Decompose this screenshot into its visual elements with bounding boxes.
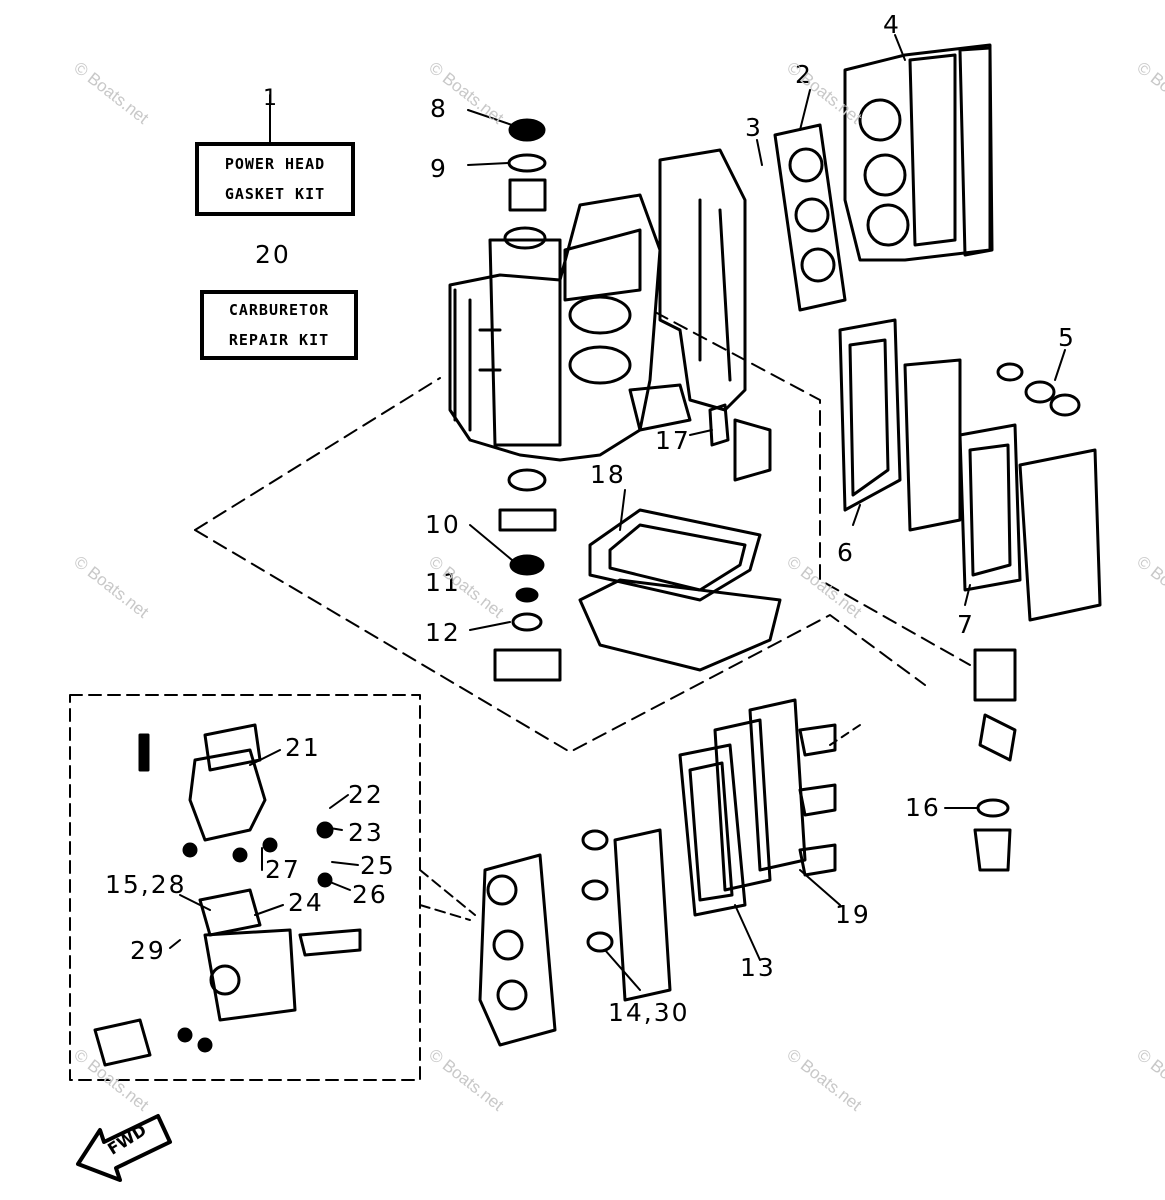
- callout-7: 7: [957, 610, 975, 639]
- oil-filter-parts: [973, 648, 1017, 872]
- carburetor-kit-line2: REPAIR KIT: [228, 331, 330, 349]
- exhaust-gaskets: [838, 318, 1102, 622]
- callout-9: 9: [430, 154, 448, 183]
- crankcase-cover-gasket: [578, 508, 782, 672]
- callout-17: 17: [655, 426, 691, 455]
- crankshaft-seals: [493, 118, 562, 682]
- callout-14-30: 14,30: [608, 998, 690, 1027]
- callout-24: 24: [288, 888, 324, 917]
- leader-lines: [169, 34, 1066, 991]
- cylinder-block: [628, 148, 747, 432]
- carburetor-kit-line1: CARBURETOR: [228, 301, 330, 319]
- forward-direction-arrow: FWD: [70, 1112, 180, 1182]
- bracket-17: [708, 403, 772, 482]
- callout-4: 4: [883, 10, 901, 39]
- kit-power-head-number: 1: [263, 86, 279, 111]
- callout-19: 19: [835, 900, 871, 929]
- callout-27: 27: [265, 855, 301, 884]
- callout-6: 6: [837, 538, 855, 567]
- callout-13: 13: [740, 953, 776, 982]
- callout-11: 11: [425, 568, 461, 597]
- callout-26: 26: [352, 880, 388, 909]
- power-head-gasket-kit-box: POWER HEAD GASKET KIT: [195, 142, 355, 216]
- carburetor-body: [93, 723, 362, 1067]
- power-head-kit-line2: GASKET KIT: [224, 185, 326, 203]
- callout-25: 25: [360, 851, 396, 880]
- callout-2: 2: [795, 60, 813, 89]
- callout-22: 22: [348, 780, 384, 809]
- thermostat-parts: [996, 362, 1081, 417]
- carburetor-group-outline: [69, 694, 421, 1081]
- callout-16: 16: [905, 793, 941, 822]
- kit-carburetor-number: 20: [255, 240, 291, 269]
- callout-21: 21: [285, 733, 321, 762]
- callout-5: 5: [1058, 323, 1076, 352]
- callout-15-28: 15,28: [105, 870, 187, 899]
- intake-manifold-and-reeds: [478, 698, 861, 1047]
- power-head-group-outline: [194, 311, 971, 753]
- callout-29: 29: [130, 936, 166, 965]
- callout-10: 10: [425, 510, 461, 539]
- callout-8: 8: [430, 94, 448, 123]
- callout-18: 18: [590, 460, 626, 489]
- power-head-kit-line1: POWER HEAD: [224, 155, 326, 173]
- carburetor-repair-kit-box: CARBURETOR REPAIR KIT: [200, 290, 358, 360]
- cylinder-head: [843, 43, 994, 262]
- cylinder-head-gasket: [773, 123, 847, 312]
- callout-23: 23: [348, 818, 384, 847]
- callout-3: 3: [745, 113, 763, 142]
- crankcase-block: [448, 193, 662, 462]
- callout-12: 12: [425, 618, 461, 647]
